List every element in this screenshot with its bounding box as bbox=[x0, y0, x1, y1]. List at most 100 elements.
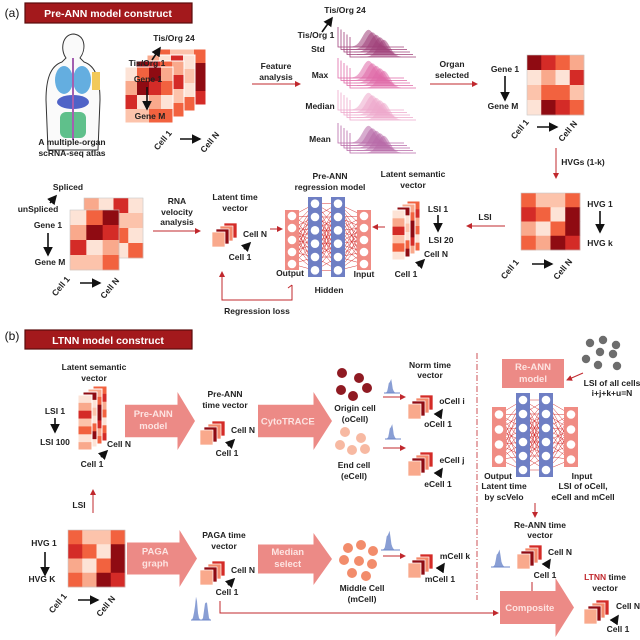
heatmap-cell bbox=[82, 572, 97, 588]
ltnn-time-title: vector bbox=[592, 583, 618, 593]
hvg-matrix-b bbox=[67, 529, 126, 588]
median-distribution bbox=[337, 90, 416, 121]
cell-dot bbox=[585, 338, 595, 348]
hidden-layer bbox=[331, 197, 345, 277]
heatmap-cell bbox=[161, 109, 174, 124]
mcell-1-label: mCell 1 bbox=[425, 574, 456, 584]
matrix-border bbox=[520, 192, 581, 251]
distribution-axis bbox=[349, 133, 416, 154]
heatmap-cell bbox=[98, 198, 114, 214]
selected-organ-matrix bbox=[526, 54, 585, 116]
cell-arrow bbox=[609, 614, 619, 626]
pre-ann-time-title: time vector bbox=[202, 400, 248, 410]
distribution-axis bbox=[343, 128, 410, 149]
nn-node bbox=[287, 235, 297, 245]
cell-1-label: Cell 1 bbox=[509, 117, 531, 141]
end-cell-dots bbox=[335, 427, 370, 455]
heatmap-cell bbox=[78, 418, 93, 427]
lung-left bbox=[55, 66, 73, 94]
spliced-label: Spliced bbox=[53, 182, 83, 192]
cell-1-label: Cell 1 bbox=[216, 587, 239, 597]
heatmap-cell bbox=[125, 67, 138, 82]
heatmap-cell bbox=[392, 251, 406, 261]
input-layer bbox=[564, 407, 578, 467]
cell-dot bbox=[347, 568, 357, 578]
re-ann-histogram bbox=[491, 549, 510, 568]
cell-dot bbox=[347, 445, 357, 455]
dist-tis-org-24-label: Tis/Org 24 bbox=[324, 5, 366, 15]
heatmap-cell bbox=[172, 61, 185, 76]
distribution-axis bbox=[337, 90, 404, 111]
heatmap-cell bbox=[535, 193, 551, 208]
lsi-label: LSI bbox=[478, 212, 491, 222]
nn-node bbox=[287, 211, 297, 221]
stack-layer bbox=[124, 66, 174, 124]
panel-b-label: (b) bbox=[5, 329, 20, 343]
cell-1-label: Cell 1 bbox=[216, 448, 239, 458]
heatmap-cell bbox=[541, 100, 556, 116]
tis-org-arrow bbox=[151, 46, 161, 61]
cell-dot bbox=[611, 340, 621, 350]
heatmap-cell bbox=[194, 77, 207, 92]
output-layer bbox=[492, 407, 506, 467]
input-desc: LSI of oCell, bbox=[558, 481, 607, 491]
big-arrow-shape bbox=[500, 578, 574, 637]
unspliced-matrix bbox=[69, 209, 120, 271]
cell-dot bbox=[612, 361, 622, 371]
nn-node bbox=[566, 455, 576, 464]
cell-arrow bbox=[541, 558, 551, 570]
re-ann-network bbox=[492, 393, 578, 477]
latent-semantic-stack-b bbox=[77, 385, 108, 451]
heatmap-cell bbox=[78, 402, 93, 412]
nn-node bbox=[541, 437, 551, 447]
heatmap-cell bbox=[521, 235, 537, 251]
feature-analysis-label: analysis bbox=[259, 72, 293, 82]
big-arrow-label: select bbox=[274, 559, 302, 570]
nn-node bbox=[359, 235, 369, 245]
heatmap-cell bbox=[521, 193, 537, 208]
time-word: time bbox=[606, 572, 626, 582]
cell-n-label: Cell N bbox=[243, 229, 267, 239]
heatmap-cell bbox=[68, 544, 83, 559]
cell-dot bbox=[598, 335, 608, 345]
heatmap-cell bbox=[110, 558, 126, 574]
nn-node bbox=[310, 226, 320, 235]
cell-dot bbox=[361, 571, 371, 581]
heatmap-cell bbox=[183, 69, 196, 84]
heatmap-cell bbox=[110, 544, 126, 559]
latent-time-title: Latent time bbox=[212, 192, 258, 202]
cell-arrow bbox=[240, 241, 252, 253]
heatmap-cell bbox=[82, 544, 97, 559]
layer-edge bbox=[77, 394, 93, 451]
distribution-axis bbox=[340, 29, 407, 50]
cell-dot bbox=[354, 556, 364, 566]
cell-n-label: Cell N bbox=[231, 425, 255, 435]
heatmap-cell bbox=[70, 225, 87, 241]
organ-selected-label: Organ bbox=[439, 59, 464, 69]
panel-a-banner bbox=[24, 2, 193, 24]
cell-dot bbox=[593, 360, 603, 370]
panel-a-label: (a) bbox=[5, 6, 20, 20]
nn-node bbox=[287, 247, 297, 257]
hvg-k-label: HVG k bbox=[587, 238, 613, 248]
heatmap-cell bbox=[78, 434, 93, 443]
nn-node bbox=[541, 423, 551, 433]
heatmap-cell bbox=[86, 240, 103, 256]
cell-1-label: Cell 1 bbox=[50, 274, 72, 298]
big-arrow-shape bbox=[125, 392, 195, 450]
pre-ann-time-vector-icon bbox=[199, 420, 226, 446]
hvg-1-label: HVG 1 bbox=[31, 538, 57, 548]
panel-a-banner-text: Pre-ANN model construct bbox=[44, 8, 172, 20]
output-desc: by scVelo bbox=[484, 492, 523, 502]
heatmap-cell bbox=[194, 91, 207, 106]
distribution-curve bbox=[347, 60, 390, 79]
heatmap-cell bbox=[550, 207, 566, 222]
histogram-bars bbox=[191, 596, 211, 620]
heatmap-cell bbox=[161, 95, 174, 110]
heatmap-cell bbox=[137, 67, 150, 82]
cell-dot bbox=[348, 391, 358, 401]
heatmap-cell bbox=[78, 442, 93, 451]
re-ann-time-title: vector bbox=[527, 530, 553, 540]
heatmap-cell bbox=[128, 213, 144, 229]
